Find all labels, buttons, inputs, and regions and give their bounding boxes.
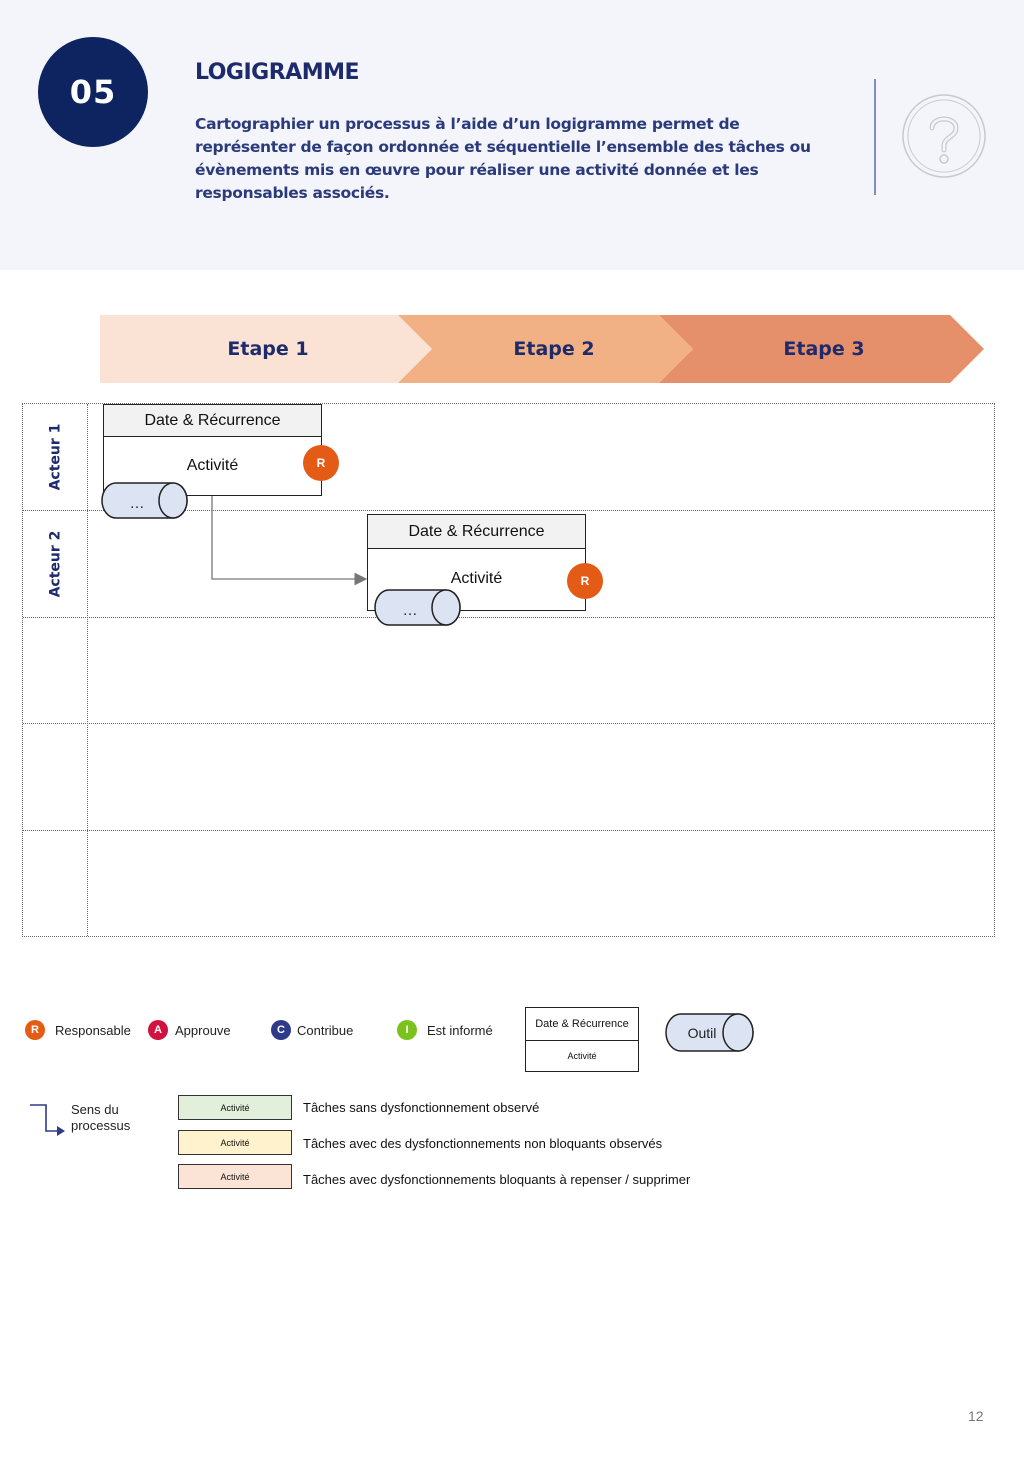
flow-direction-label: Sens du processus xyxy=(71,1102,131,1133)
responsible-badge-icon: R xyxy=(25,1020,45,1040)
legend-role-label: Est informé xyxy=(427,1022,493,1038)
legend-responsible: R Responsable xyxy=(25,1020,131,1040)
legend-role-label: Responsable xyxy=(55,1022,131,1038)
step-2-arrow xyxy=(398,315,693,383)
actor-column-divider xyxy=(87,404,88,936)
step-3-label: Etape 3 xyxy=(783,338,865,360)
lane-divider xyxy=(23,617,994,618)
activity-name: Activité xyxy=(186,456,239,474)
legend-informed: I Est informé xyxy=(397,1020,493,1040)
step-2-label: Etape 2 xyxy=(513,338,595,360)
activity-date: Date & Récurrence xyxy=(104,405,321,437)
flow-direction-arrow-icon xyxy=(30,1104,65,1136)
section-number-badge: 05 xyxy=(38,37,148,147)
status-blocking-box: Activité xyxy=(178,1164,292,1189)
tool-label: … xyxy=(130,495,145,512)
responsible-badge: R xyxy=(567,563,603,599)
lane-divider xyxy=(23,510,994,511)
swimlane-grid: Acteur 1 Acteur 2 xyxy=(22,403,995,937)
legend-role-label: Contribue xyxy=(297,1022,354,1038)
informed-badge-icon: I xyxy=(397,1020,417,1040)
legend-contributes: C Contribue xyxy=(271,1020,353,1040)
contributes-badge-icon: C xyxy=(271,1020,291,1040)
status-ok-box: Activité xyxy=(178,1095,292,1120)
tool-cylinder[interactable]: … xyxy=(100,482,190,520)
legend-role-label: Approuve xyxy=(175,1022,231,1038)
question-mark-icon xyxy=(902,94,986,178)
status-warning-box: Activité xyxy=(178,1130,292,1155)
steps-banner: Etape 1 Etape 2 Etape 3 xyxy=(100,315,990,383)
tool-cylinder[interactable]: … xyxy=(373,589,463,627)
section-number: 05 xyxy=(69,73,117,111)
legend-approves: A Approuve xyxy=(148,1020,231,1040)
approves-badge-icon: A xyxy=(148,1020,168,1040)
activity-box[interactable]: Date & Récurrence Activité xyxy=(103,404,322,496)
status-blocking-text: Tâches avec dysfonctionnements bloquants… xyxy=(303,1172,691,1187)
legend-activity-box: Date & Récurrence Activité xyxy=(525,1007,639,1072)
step-1-label: Etape 1 xyxy=(227,338,309,360)
process-flow-connector xyxy=(211,495,368,586)
activity-date: Date & Récurrence xyxy=(368,515,585,549)
page-title: LOGIGRAMME xyxy=(195,60,360,85)
step-1-arrow xyxy=(100,315,432,383)
tool-label: … xyxy=(403,602,418,619)
lane-divider xyxy=(23,830,994,831)
legend-tool-cylinder: Outil xyxy=(665,1013,754,1052)
responsible-badge: R xyxy=(303,445,339,481)
status-ok-text: Tâches sans dysfonctionnement observé xyxy=(303,1100,540,1115)
header-band xyxy=(0,0,1024,270)
page-number: 12 xyxy=(968,1408,984,1424)
activity-box[interactable]: Date & Récurrence Activité xyxy=(367,514,586,611)
legend-box-date: Date & Récurrence xyxy=(526,1008,638,1041)
page-description: Cartographier un processus à l’aide d’un… xyxy=(195,115,811,202)
legend-tool-label: Outil xyxy=(688,1025,717,1041)
legend-box-activity: Activité xyxy=(567,1051,597,1061)
activity-name: Activité xyxy=(450,570,503,587)
lane-divider xyxy=(23,723,994,724)
header-divider xyxy=(874,79,876,195)
step-3-arrow xyxy=(659,315,984,383)
status-warning-text: Tâches avec des dysfonctionnements non b… xyxy=(303,1136,663,1151)
